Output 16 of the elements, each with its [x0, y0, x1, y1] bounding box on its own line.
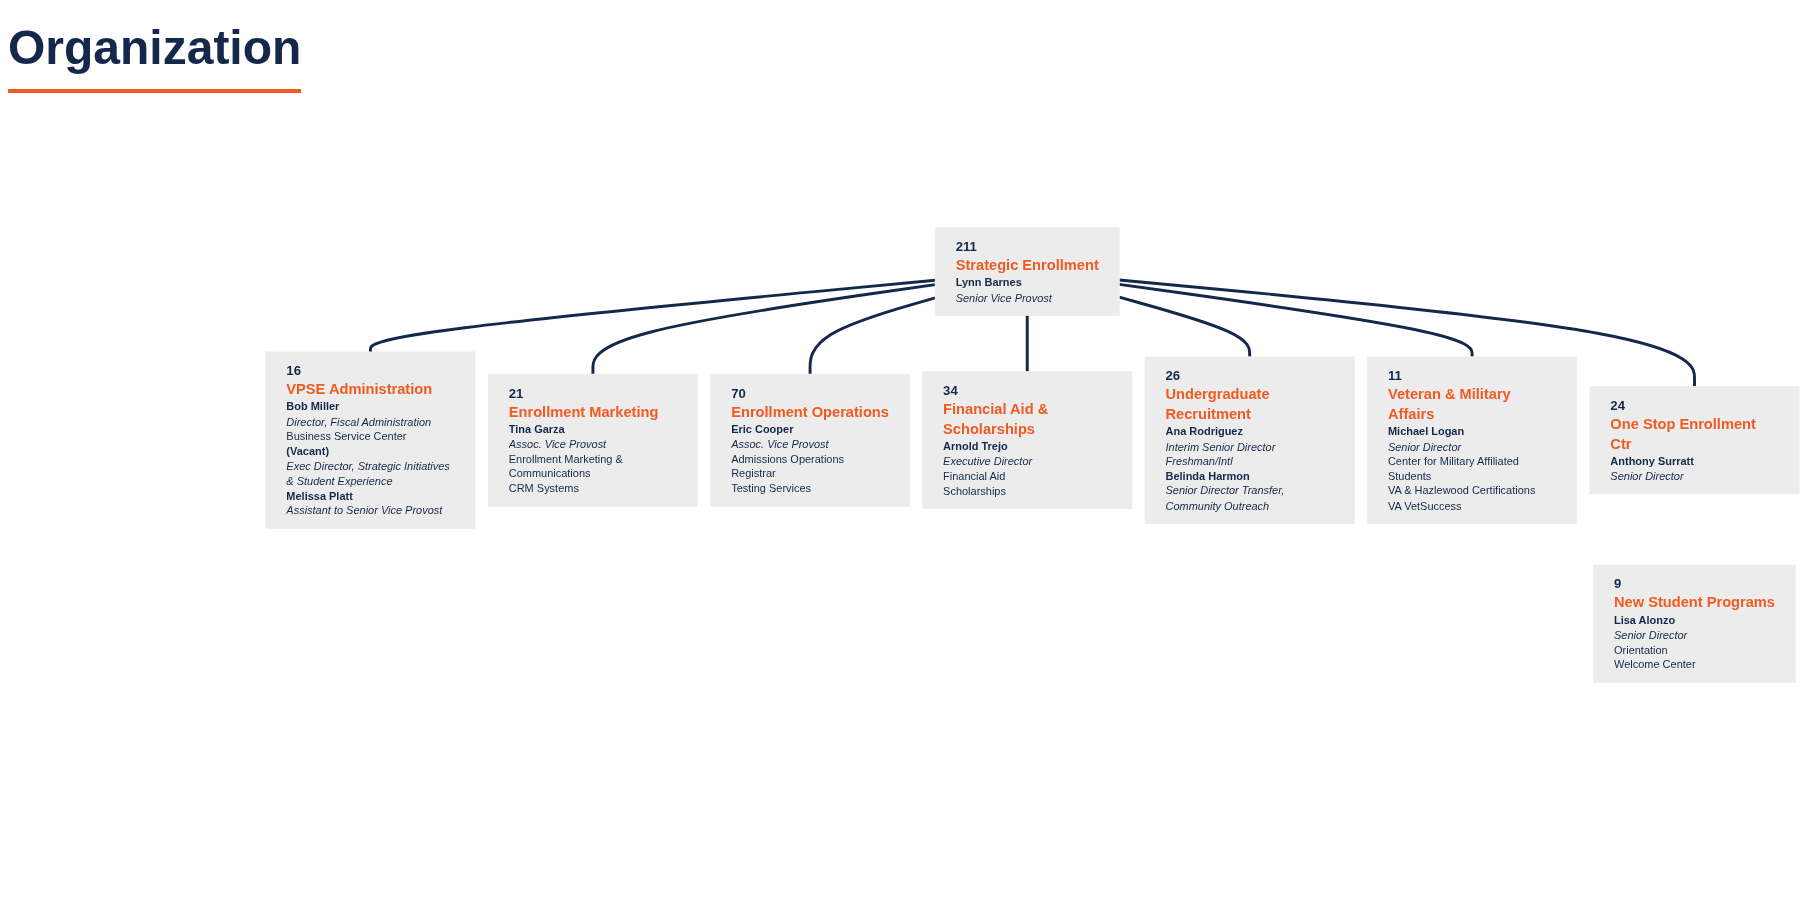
node-box — [487, 373, 698, 507]
node-box — [265, 351, 476, 529]
connector — [591, 283, 936, 375]
connector — [1118, 295, 1252, 357]
node-box — [1144, 356, 1355, 524]
node-box — [710, 373, 910, 507]
connector — [808, 296, 936, 375]
connector — [1025, 315, 1029, 372]
node-box — [922, 371, 1133, 510]
connector — [1119, 282, 1474, 357]
node-box — [934, 227, 1120, 316]
node-box — [1367, 356, 1578, 524]
page-title: Organization — [8, 20, 302, 93]
connector — [1119, 278, 1696, 387]
connector — [369, 278, 936, 353]
node-box — [1589, 386, 1800, 495]
